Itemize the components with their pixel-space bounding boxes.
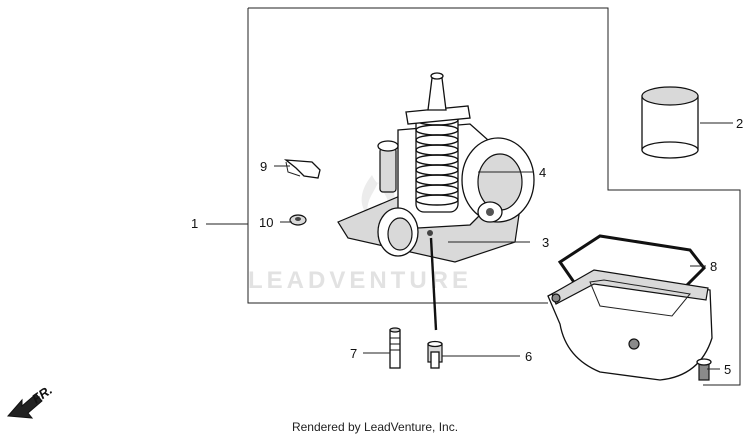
filter-sleeve[interactable] xyxy=(641,86,699,159)
clip[interactable] xyxy=(283,159,321,179)
front-direction-indicator: FR. xyxy=(6,382,55,419)
callout-10[interactable]: 10 xyxy=(259,215,273,230)
callouts: 1 2 3 4 5 6 7 8 9 10 xyxy=(191,116,743,377)
footer-credit: Rendered by LeadVenture, Inc. xyxy=(291,420,459,434)
watermark-text: LEADVENTURE xyxy=(248,267,472,294)
front-arrow-icon xyxy=(6,393,43,419)
assembly-boundary-left xyxy=(247,8,548,304)
callout-5[interactable]: 5 xyxy=(724,362,731,377)
carburetor-assembly[interactable] xyxy=(337,72,535,263)
callout-1[interactable]: 1 xyxy=(191,216,198,231)
callout-6[interactable]: 6 xyxy=(525,349,532,364)
callout-7[interactable]: 7 xyxy=(350,346,357,361)
callout-3[interactable]: 3 xyxy=(542,235,549,250)
callout-8[interactable]: 8 xyxy=(710,259,717,274)
leader-lines xyxy=(206,122,733,370)
callout-2[interactable]: 2 xyxy=(736,116,743,131)
main-jet[interactable] xyxy=(427,340,443,369)
drain-screw[interactable] xyxy=(696,358,712,381)
jet-needle[interactable] xyxy=(427,230,438,331)
slow-jet[interactable] xyxy=(389,327,401,369)
assembly-boundary xyxy=(248,7,741,386)
watermark: LEADVENTURE xyxy=(248,175,472,294)
float-bowl[interactable] xyxy=(547,269,713,381)
washer[interactable] xyxy=(289,214,307,226)
callout-4[interactable]: 4 xyxy=(539,165,546,180)
callout-9[interactable]: 9 xyxy=(260,159,267,174)
